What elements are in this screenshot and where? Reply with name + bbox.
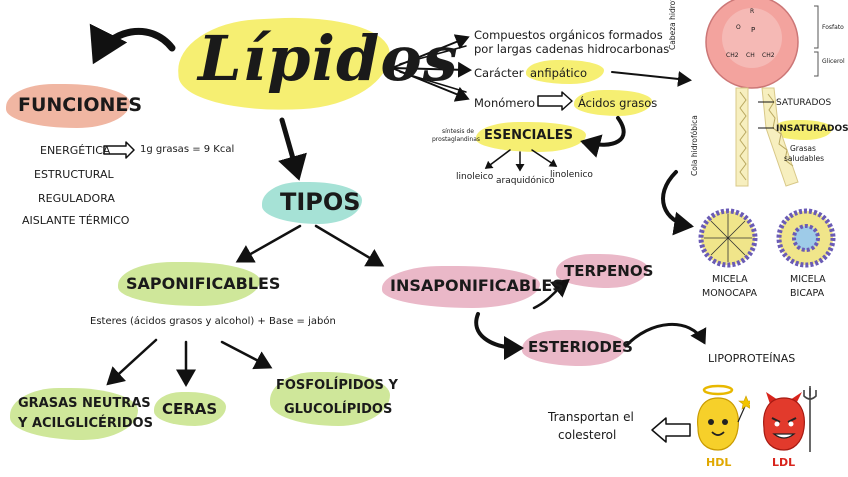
hdl-label: HDL <box>706 456 732 469</box>
funciones-item-energetica: ENERGÉTICA <box>40 144 111 157</box>
transportan-line1: Transportan el <box>548 410 634 424</box>
compuestos-line2: por largas cadenas hidrocarbonas <box>474 42 670 56</box>
cabeza-label: Cabeza hidrofílica <box>668 0 677 50</box>
transportan-line2: colesterol <box>558 428 617 442</box>
ldl-character-icon <box>763 386 817 452</box>
atom-p: P <box>751 26 756 34</box>
phospholipid-diagram <box>705 0 819 187</box>
insaponificables-highlight <box>382 266 540 308</box>
saturados-label: SATURADOS <box>776 98 832 108</box>
micela-monocapa-line2: MONOCAPA <box>702 288 758 299</box>
esenciales-heading: ESENCIALES <box>484 128 573 143</box>
funciones-item-estructural: ESTRUCTURAL <box>34 168 114 181</box>
atom-c1: CH2 <box>726 52 739 59</box>
insaponificables-label: INSAPONIFICABLES <box>390 276 564 295</box>
insaturados-highlight <box>772 120 832 140</box>
esenciales-highlight <box>476 122 586 152</box>
atom-c3: CH2 <box>762 52 775 59</box>
insaturados-label: INSATURADOS <box>776 124 848 134</box>
terpenos-label: TERPENOS <box>564 262 654 280</box>
esteriodes-highlight <box>522 330 626 366</box>
main-title: Lípidos <box>198 22 459 95</box>
funciones-item-aislante: AISLANTE TÉRMICO <box>22 214 130 227</box>
monomero-label: Monómero <box>474 96 536 110</box>
anfipatico-highlight <box>526 60 604 84</box>
atom-o: O <box>736 24 741 31</box>
atom-r: R <box>750 8 755 15</box>
acidos-grasos-label: Ácidos grasos <box>578 96 658 110</box>
fosfolipidos-line1: FOSFOLÍPIDOS Y <box>276 378 398 393</box>
grasas-highlight <box>10 388 138 440</box>
tipos-heading: TIPOS <box>280 188 361 216</box>
ceras-highlight <box>154 392 226 426</box>
atom-c2: CH <box>746 52 755 59</box>
terpenos-highlight <box>556 254 648 288</box>
saponificables-highlight <box>118 262 260 306</box>
grasas-saludables-line1: Grasas <box>790 144 816 153</box>
fosfato-label: Fosfato <box>822 24 844 31</box>
funciones-item-reguladora: REGULADORA <box>38 192 115 205</box>
esenciales-note-line1: síntesis de <box>442 128 474 135</box>
grasas-neutras-line1: GRASAS NEUTRAS <box>18 396 151 411</box>
energetica-note: 1g grasas = 9 Kcal <box>140 144 235 155</box>
cola-label: Cola hidrofóbica <box>690 115 699 176</box>
esteres-text: Esteres (ácidos grasos y alcohol) + Base… <box>90 316 336 327</box>
ceras-label: CERAS <box>162 400 218 418</box>
micela-bicapa-line1: MICELA <box>790 274 826 285</box>
molecule-pointer-lines <box>758 101 774 129</box>
acidos-highlight <box>574 90 652 116</box>
funciones-highlight <box>6 84 130 128</box>
grasas-saludables-line2: saludables <box>784 154 825 163</box>
fosfo-highlight <box>270 372 390 426</box>
glicerol-label: Glicerol <box>822 58 845 65</box>
esencial-linolenico: linolenico <box>550 170 593 180</box>
grasas-neutras-line2: Y ACILGLICÉRIDOS <box>18 416 153 431</box>
micela-bicapa-icon <box>776 208 836 268</box>
esencial-linoleico: linoleico <box>456 172 494 182</box>
anfipatico-label: anfipático <box>530 66 587 80</box>
esteriodes-label: ESTERIODES <box>528 338 633 356</box>
compuestos-line1: Compuestos orgánicos formados <box>474 28 663 42</box>
caracter-label: Carácter <box>474 66 524 80</box>
saponificables-label: SAPONIFICABLES <box>126 274 281 293</box>
hdl-character-icon <box>697 384 750 451</box>
esenciales-note-line2: prostaglandinas <box>432 136 481 143</box>
lipoproteinas-heading: LIPOPROTEÍNAS <box>708 352 796 365</box>
micela-monocapa-icon <box>698 208 758 268</box>
micela-monocapa-line1: MICELA <box>712 274 748 285</box>
funciones-heading: FUNCIONES <box>18 94 143 116</box>
ldl-label: LDL <box>772 456 796 469</box>
tipos-highlight <box>262 182 362 224</box>
micela-bicapa-line2: BICAPA <box>790 288 825 299</box>
esencial-araquidonico: araquidónico <box>496 176 555 186</box>
fosfolipidos-line2: GLUCOLÍPIDOS <box>284 402 393 417</box>
